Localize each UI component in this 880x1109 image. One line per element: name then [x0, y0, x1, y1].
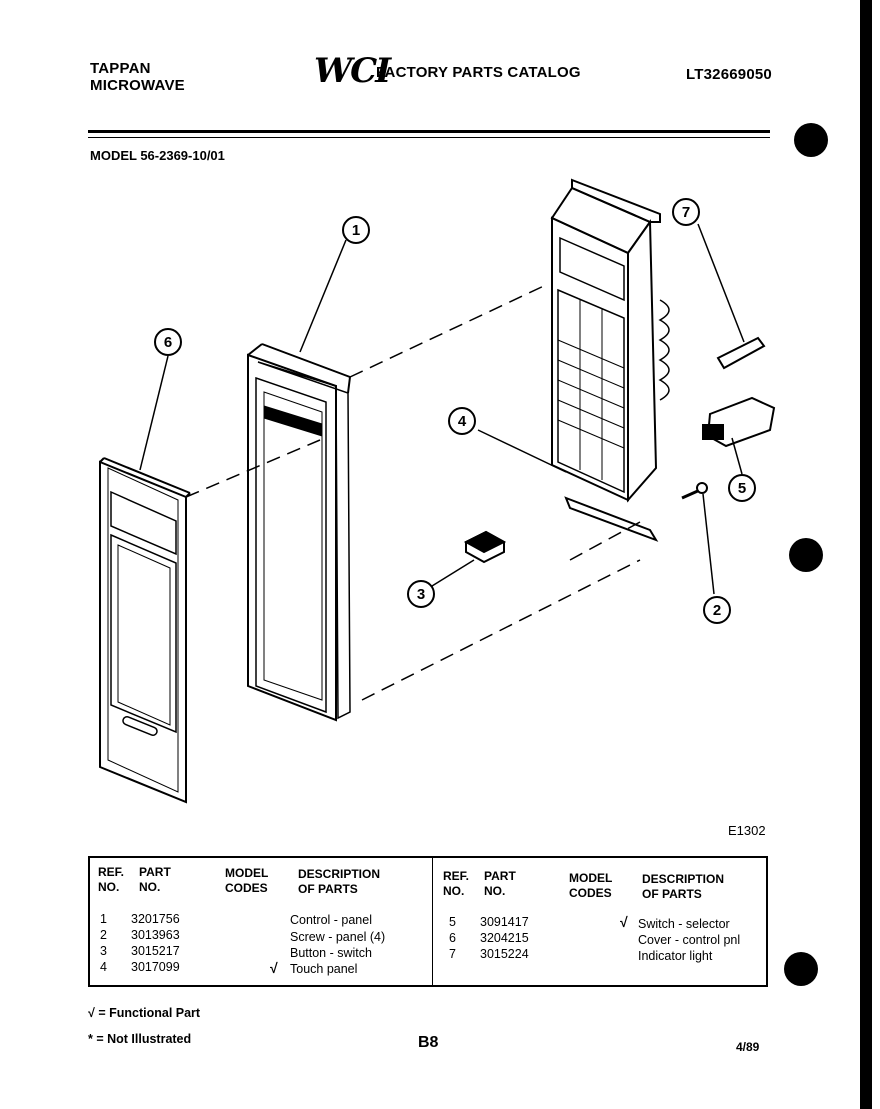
- part-2-screw: [681, 482, 715, 595]
- page-number: B8: [418, 1034, 439, 1051]
- part-3-button-switch: [431, 530, 507, 587]
- row-description: Touch panel: [290, 962, 358, 976]
- col-ref-header: REF.NO.: [98, 865, 125, 894]
- row-ref: 1: [100, 912, 107, 926]
- part-1-frame: [247, 343, 351, 722]
- binder-hole-bottom: [784, 952, 818, 986]
- callout-3: 3: [417, 586, 425, 603]
- row-ref: 6: [449, 931, 456, 945]
- row-description: Indicator light: [638, 949, 713, 963]
- row-part-no: 3017099: [131, 960, 180, 974]
- catalog-id: LT32669050: [686, 66, 772, 83]
- brand-name: TAPPAN MICROWAVE: [90, 60, 185, 94]
- callout-1: 1: [352, 222, 360, 239]
- parts-table: [88, 856, 768, 987]
- row-part-no: 3015224: [480, 947, 529, 961]
- row-description: Control - panel: [290, 913, 372, 927]
- functional-check: √: [270, 960, 278, 976]
- not-illustrated-legend: * = Not Illustrated: [88, 1032, 192, 1046]
- catalog-title: FACTORY PARTS CATALOG: [376, 64, 581, 81]
- header-rule-thin: [88, 137, 770, 138]
- model-number: MODEL 56-2369-10/01: [90, 148, 225, 163]
- exploded-parts-diagram: 1 2 3 4 5 6 7: [99, 178, 776, 804]
- row-part-no: 3091417: [480, 915, 529, 929]
- row-description: Switch - selector: [638, 917, 730, 931]
- col-ref-header-right: REF.NO.: [443, 869, 470, 898]
- callout-6: 6: [164, 334, 172, 351]
- catalog-date: 4/89: [736, 1040, 760, 1054]
- row-part-no: 3015217: [131, 944, 180, 958]
- row-ref: 7: [449, 947, 456, 961]
- row-description: Cover - control pnl: [638, 933, 741, 947]
- part-6-cover: [99, 457, 191, 804]
- callouts: [154, 198, 756, 624]
- part-4-touch-panel: [550, 178, 670, 542]
- parts-table-divider: [432, 858, 433, 985]
- callout-4: 4: [458, 413, 467, 430]
- row-description: Screw - panel (4): [290, 930, 386, 944]
- row-description: Button - switch: [290, 946, 372, 960]
- row-part-no: 3201756: [131, 912, 180, 926]
- callout-7: 7: [682, 204, 690, 221]
- drawing-id: E1302: [728, 823, 766, 838]
- wci-logo: WCI: [314, 51, 391, 91]
- row-part-no: 3204215: [480, 931, 529, 945]
- row-ref: 3: [100, 944, 107, 958]
- row-part-no: 3013963: [131, 928, 180, 942]
- part-5-selector-switch: [702, 396, 776, 475]
- header-rule: [88, 130, 770, 133]
- functional-legend: √ = Functional Part: [88, 1006, 201, 1020]
- callout-2: 2: [713, 602, 721, 619]
- binder-hole-top: [794, 123, 828, 157]
- row-ref: 2: [100, 928, 107, 942]
- row-ref: 5: [449, 915, 456, 929]
- callout-5: 5: [738, 480, 746, 497]
- row-ref: 4: [100, 960, 107, 974]
- binder-hole-middle: [789, 538, 823, 572]
- part-7-indicator-light: [697, 223, 766, 370]
- functional-check: √: [620, 914, 628, 930]
